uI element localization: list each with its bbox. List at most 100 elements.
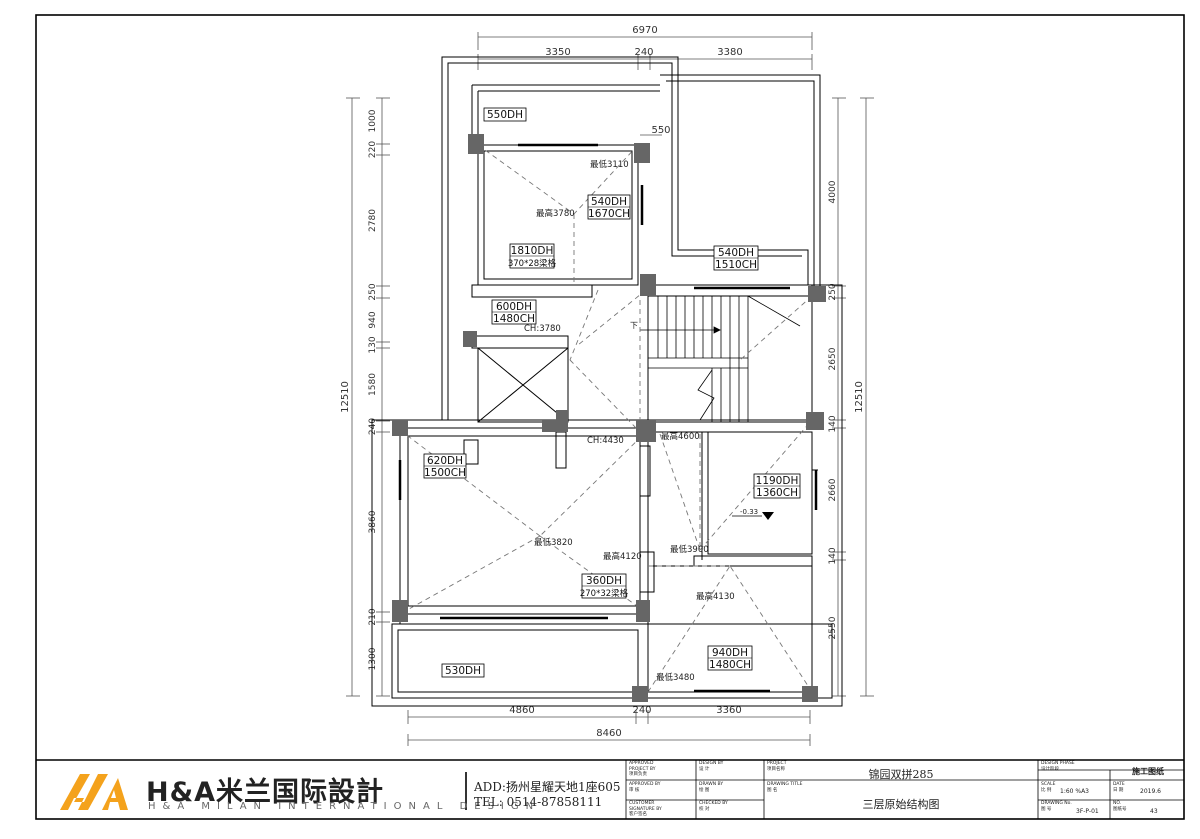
dim-right-total: 12510: [854, 381, 865, 413]
company-logo-icon: [60, 774, 128, 810]
note-max4600: 最高4600: [661, 431, 700, 442]
room-tag-r7-line2: 1360CH: [756, 487, 798, 499]
date-value: 2019.6: [1140, 788, 1161, 795]
room-tag-r7-line1: 1190DH: [756, 475, 799, 487]
dim-right-seg-4: 2660: [828, 478, 838, 501]
cell-drawing-title: DRAWING TITLE 图 名: [767, 782, 803, 793]
dim-right-seg-0: 4000: [828, 180, 838, 203]
dim-left-seg-2: 2780: [368, 209, 378, 232]
note-max4120: 最高4120: [603, 551, 642, 562]
cell-approved-project-by: APPROVED PROJECT BY 项目负责: [629, 761, 656, 777]
dim-top-right: 3380: [717, 47, 742, 58]
drawing-no-value: 3F-P-01: [1076, 808, 1099, 815]
room-tag-r3-line2: 370*28梁格: [508, 258, 557, 269]
room-tag-r2-line1: 540DH: [591, 196, 627, 208]
dim-top-total: 6970: [632, 25, 657, 36]
dim-left-seg-7: 240: [368, 418, 378, 435]
dim-left-seg-5: 130: [368, 336, 378, 353]
dim-right-seg-3: 140: [828, 415, 838, 432]
room-tag-r3-line1: 1810DH: [511, 245, 554, 257]
company-address: ADD:扬州星耀天地1座605: [474, 780, 621, 794]
room-tag-r4-line1: 540DH: [718, 247, 754, 259]
dim-right-seg-1: 250: [828, 283, 838, 300]
company-phone: TEL: 0514-87858111: [474, 795, 603, 809]
drawing-frame: [35, 14, 1185, 820]
dim-bottom-right: 3360: [716, 705, 741, 716]
dim-right-seg-6: 2550: [828, 616, 838, 639]
note-ch4430: CH:4430: [587, 436, 624, 446]
room-tag-r8-line2: 270*32梁格: [580, 588, 629, 599]
scale-value: 1:60 %A3: [1060, 788, 1090, 795]
dim-left-seg-3: 250: [368, 283, 378, 300]
note-min3480: 最低3480: [656, 672, 695, 683]
dim-left-seg-0: 1000: [368, 109, 378, 132]
title-block-grid: [465, 760, 1184, 819]
cell-drawn-by: DRAWN BY 绘 图: [699, 782, 724, 793]
cell-approved-by: APPROVED BY 审 核: [629, 782, 661, 793]
outer-wall-line: [371, 56, 843, 707]
cell-drawing-no: DRAWING No. 图 号: [1041, 801, 1072, 812]
structural-columns: [392, 134, 826, 702]
room-tag-r10-line1: 530DH: [445, 665, 481, 677]
room-tag-r2-line2: 1670CH: [588, 208, 630, 220]
dim-bottom-mid: 240: [632, 705, 651, 716]
cell-customer-signature: CUSTOMER SIGNATURE BY 客户签名: [629, 801, 662, 817]
dim-left-seg-1: 220: [368, 141, 378, 158]
dim-left-seg-8: 3860: [368, 510, 378, 533]
dim-left-seg-6: 1580: [368, 373, 378, 396]
cell-sheet-no: NO. 图纸号: [1113, 801, 1127, 812]
room-tag-r1-line1: 550DH: [487, 109, 523, 121]
project-name: 锦园双拼285: [868, 768, 934, 781]
left-segment-labels: 1000 220 2780 250 940 130 1580 240 3860 210 1300: [368, 109, 378, 670]
room-tag-r5-line1: 600DH: [496, 301, 532, 313]
dim-bottom-total: 8460: [596, 728, 621, 739]
room-tag-r9-line1: 940DH: [712, 647, 748, 659]
dimension-lines: [346, 32, 874, 746]
room-tag-r5-line2: 1480CH: [493, 313, 535, 325]
dim-bottom-left: 4860: [509, 705, 534, 716]
cell-design-phase: DESIGN PHASE 设计阶段: [1041, 761, 1075, 772]
room-tag-r4-line2: 1510CH: [715, 259, 757, 271]
building-walls: [371, 56, 843, 707]
dim-right-seg-5: 140: [828, 547, 838, 564]
dim-callout-550: 550: [651, 125, 670, 136]
drawing-name: 三层原始结构图: [862, 798, 940, 811]
note-ch3780: CH:3780: [524, 324, 561, 334]
room-tag-r8-line1: 360DH: [586, 575, 622, 587]
top-right-balcony: [660, 74, 821, 290]
note-min3900: 最低3900: [670, 544, 709, 555]
design-phase-value: 施工图纸: [1132, 767, 1164, 776]
right-segment-labels: 4000 250 2650 140 2660 140 2550: [828, 180, 838, 639]
logo-text: H&A米兰国际設計: [146, 777, 385, 808]
dim-right-seg-2: 2650: [828, 347, 838, 370]
note-min3820: 最低3820: [534, 537, 573, 548]
dim-top-left: 3350: [545, 47, 570, 58]
ceiling-beam-lines: [399, 144, 813, 693]
cell-date: DATE 日 期: [1113, 782, 1125, 793]
cell-project: PROJECT 项目名称: [767, 761, 787, 772]
note-down: 下: [630, 321, 638, 330]
note-level: -0.33: [740, 508, 758, 516]
note-min3110: 最低3110: [590, 159, 629, 170]
level-marker-icon: [762, 512, 774, 520]
room-tag-r6-line2: 1500CH: [424, 467, 466, 479]
dim-left-seg-10: 1300: [368, 647, 378, 670]
dim-left-total: 12510: [340, 381, 351, 413]
ceiling-notes: 最低3110 最高3780 CH:3780 CH:4430 最高4600 最低3…: [524, 159, 758, 683]
dimension-labels: 6970 3350 240 3380 4860 240 3360 8460 55…: [340, 25, 865, 739]
dim-top-mid: 240: [634, 47, 653, 58]
room-tags: 550DH 540DH 1670CH 1810DH 370*28梁格 540DH…: [423, 107, 801, 678]
dim-left-seg-9: 210: [368, 608, 378, 625]
cell-scale: SCALE 比 例: [1041, 782, 1056, 793]
sheet-no-value: 43: [1150, 808, 1158, 815]
room-tag-r6-line1: 620DH: [427, 455, 463, 467]
room-tag-r9-line2: 1480CH: [709, 659, 751, 671]
dim-left-seg-4: 940: [368, 311, 378, 328]
logo-subtitle: H&A MILAN INTERNATIONAL DESIGN: [148, 801, 541, 812]
cell-checked-by: CHECKED BY 校 对: [699, 801, 728, 812]
staircase: [640, 295, 801, 422]
note-max3780: 最高3780: [536, 208, 575, 219]
note-max4130: 最高4130: [696, 591, 735, 602]
cell-design-by: DESIGN BY 设 计: [699, 761, 724, 772]
